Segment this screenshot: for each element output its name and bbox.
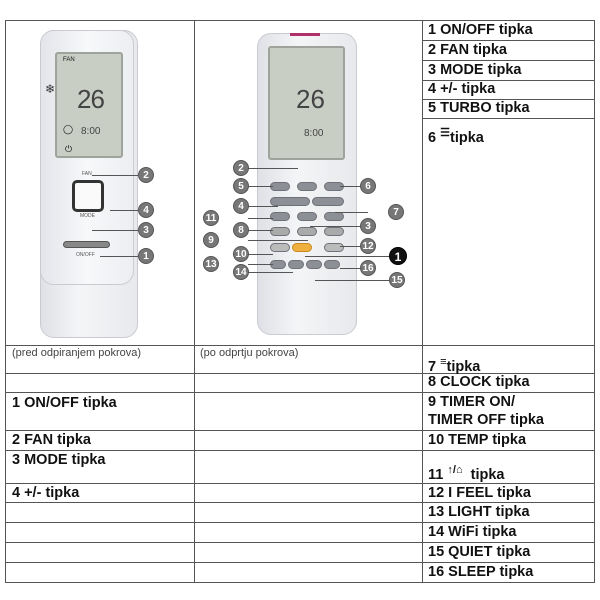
callout: 16: [360, 260, 376, 276]
callout: 3: [360, 218, 376, 234]
callout: 1: [389, 247, 407, 265]
callout: 10: [233, 246, 249, 262]
key-6: 6 ☰tipka: [428, 125, 484, 147]
column-divider: [194, 20, 195, 582]
row-line: [5, 542, 595, 543]
swing-icon: ☰: [440, 127, 450, 139]
key-12: 12 I FEEL tipka: [428, 485, 531, 501]
callout: 2: [233, 160, 249, 176]
key-11: 11 ↑/⌂ tipka: [428, 462, 505, 484]
key-16: 16 SLEEP tipka: [428, 564, 534, 580]
callout: 4: [138, 202, 154, 218]
callout: 15: [389, 272, 405, 288]
callout: 8: [233, 222, 249, 238]
callout: 5: [233, 178, 249, 194]
airflow-icon: ≡: [440, 356, 447, 368]
row-line: [5, 562, 595, 563]
lcd-screen: FAN ❄ 26 8:00 ◯ ⏻: [45, 52, 123, 158]
left-key-4: 4 +/- tipka: [12, 485, 80, 501]
key-2: 2 FAN tipka: [428, 42, 507, 58]
row-line: [5, 450, 595, 451]
callout: 1: [138, 248, 154, 264]
power-icon: ⏻: [65, 144, 73, 154]
callout: 13: [203, 256, 219, 272]
callout: 3: [138, 222, 154, 238]
key-number: 11: [428, 466, 444, 483]
table-border-top: [5, 20, 595, 21]
row-line: [5, 522, 595, 523]
left-key-3: 3 MODE tipka: [12, 452, 106, 468]
row-line: [5, 502, 595, 503]
key-14: 14 WiFi tipka: [428, 524, 517, 540]
key-number: 7: [428, 358, 437, 375]
key-label: tipka: [449, 129, 484, 146]
key-3: 3 MODE tipka: [428, 62, 522, 78]
table-border-left: [5, 20, 6, 582]
key-7: 7 ≡tipka: [428, 354, 480, 376]
row-line: [422, 99, 594, 100]
callout: 2: [138, 167, 154, 183]
key-number: 6: [428, 129, 437, 146]
left-key-2: 2 FAN tipka: [12, 432, 91, 448]
clock-icon: ◯: [63, 124, 74, 134]
callout: 4: [233, 198, 249, 214]
callout: 11: [203, 210, 219, 226]
row-line: [5, 345, 595, 346]
row-line: [5, 373, 595, 374]
row-line: [5, 430, 595, 431]
row-line: [422, 60, 594, 61]
callout: 12: [360, 238, 376, 254]
key-label: tipka: [470, 466, 505, 483]
row-line: [422, 80, 594, 81]
table-border-right: [594, 20, 595, 582]
row-line: [422, 118, 594, 119]
mode-fan-button: [72, 180, 104, 212]
key-8: 8 CLOCK tipka: [428, 374, 530, 390]
left-key-1: 1 ON/OFF tipka: [12, 395, 117, 411]
caption-closed: (pred odpiranjem pokrova): [12, 347, 142, 359]
key-15: 15 QUIET tipka: [428, 544, 531, 560]
row-line: [5, 392, 595, 393]
callout: 14: [233, 264, 249, 280]
callout: 7: [388, 204, 404, 220]
lcd-screen: 26 8:00: [268, 46, 345, 160]
onoff-button: [63, 241, 110, 248]
callout: 9: [203, 232, 219, 248]
key-1: 1 ON/OFF tipka: [428, 22, 533, 38]
table-border-bottom: [5, 582, 595, 583]
key-label: tipka: [446, 358, 481, 375]
callout: 6: [360, 178, 376, 194]
key-9-line2: TIMER OFF tipka: [428, 412, 544, 428]
snowflake-icon: ❄: [45, 82, 56, 96]
key-10: 10 TEMP tipka: [428, 432, 527, 448]
row-line: [5, 483, 595, 484]
key-9-line1: 9 TIMER ON/: [428, 394, 516, 410]
row-line: [422, 40, 594, 41]
key-5: 5 TURBO tipka: [428, 100, 530, 116]
key-4: 4 +/- tipka: [428, 81, 496, 97]
column-divider: [422, 20, 423, 582]
key-13: 13 LIGHT tipka: [428, 504, 530, 520]
tree-house-icon: ↑/⌂: [447, 464, 463, 476]
caption-open: (po odprtju pokrova): [200, 347, 299, 359]
